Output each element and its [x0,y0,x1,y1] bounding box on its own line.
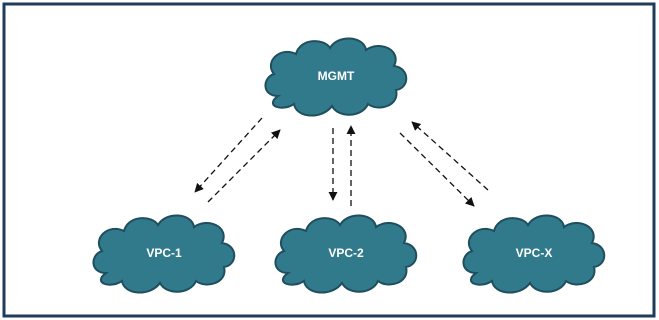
arrow-mgmt-to-vpcx [399,132,475,207]
cloud-label-vpc2: VPC-2 [328,246,364,260]
connection-mgmt-vpc2 [328,125,356,206]
cloud-label-vpcx: VPC-X [516,246,553,260]
cloud-label-vpc1: VPC-1 [146,246,182,260]
cloud-vpc1: VPC-1 [92,214,236,294]
cloud-shape [462,214,606,294]
cloud-vpc2: VPC-2 [274,214,418,294]
cloud-mgmt: MGMT [264,37,408,117]
connection-mgmt-vpc1 [194,117,281,203]
cloud-shape [274,214,418,294]
cloud-shape [92,214,236,294]
cloud-label-mgmt: MGMT [318,69,355,83]
arrow-mgmt-to-vpc1 [194,117,263,193]
arrow-vpcx-to-mgmt [411,121,489,191]
cloud-vpcx: VPC-X [462,214,606,294]
connection-mgmt-vpcx [399,121,489,207]
cloud-shape [264,37,408,117]
arrow-vpc1-to-mgmt [207,129,281,203]
